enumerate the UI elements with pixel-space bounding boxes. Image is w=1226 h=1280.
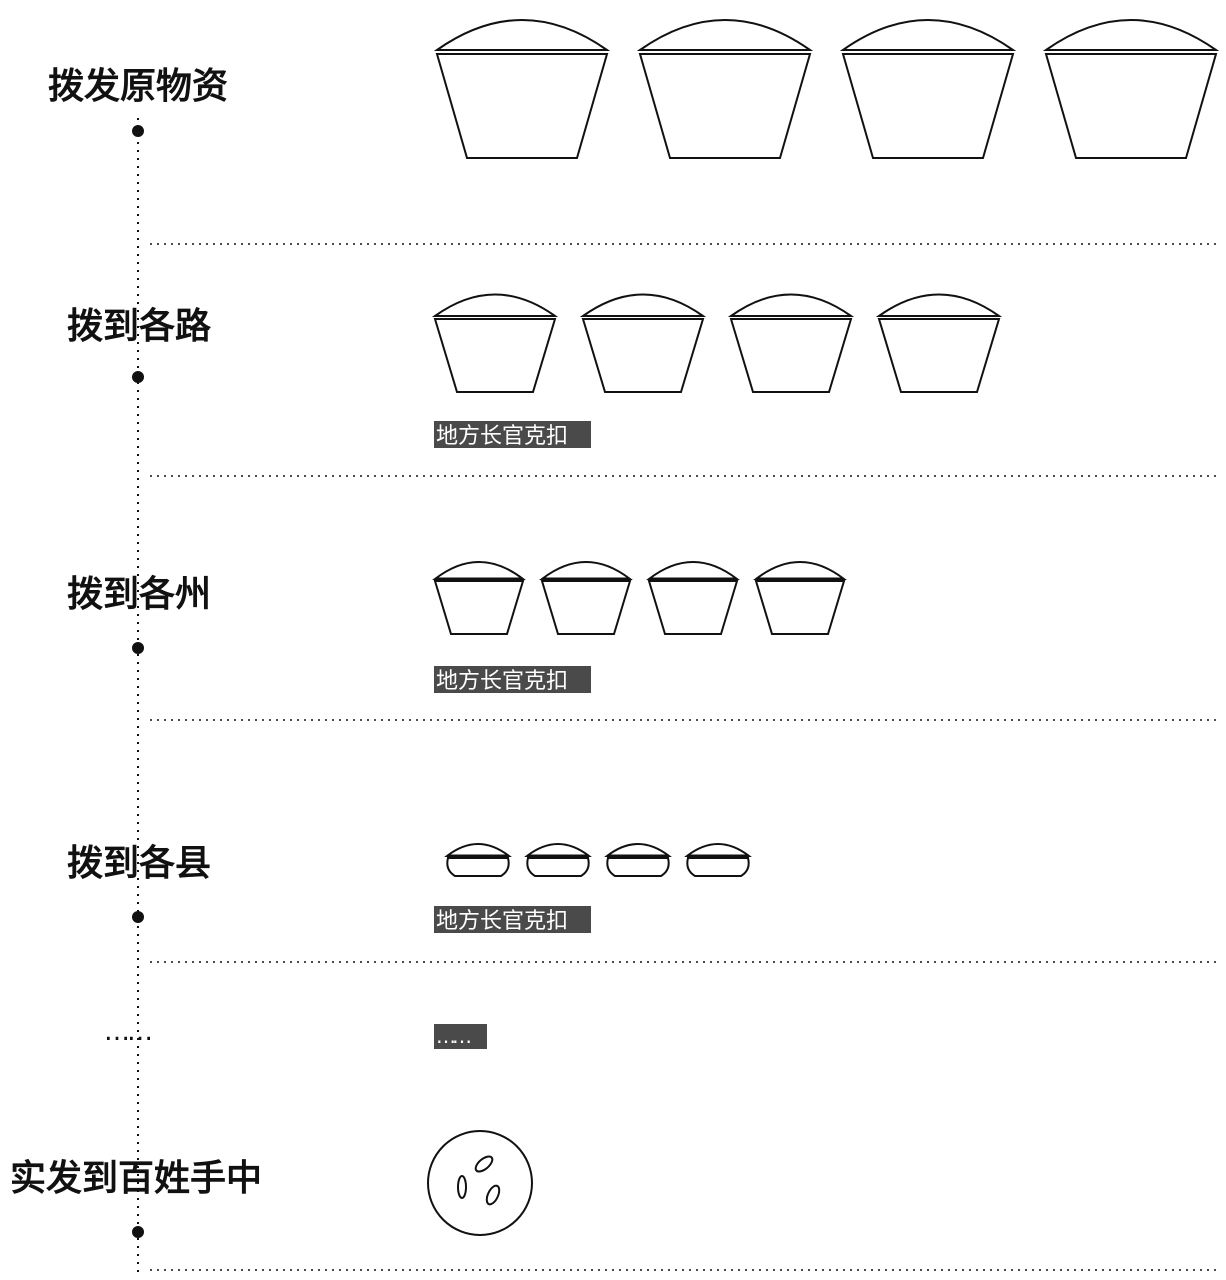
note-text: 地方长官克扣 <box>436 909 568 934</box>
deduction-note-etc: …… <box>434 1024 487 1049</box>
grain-bowl-icon <box>433 19 611 159</box>
rice-grain-icon <box>485 1184 501 1206</box>
stage-label-etc: …… <box>104 1017 150 1047</box>
grain-dish-icon <box>524 843 592 877</box>
grain-bowl-icon <box>753 561 847 635</box>
row-separators <box>150 243 1216 1271</box>
grain-bowl-icon <box>432 561 526 635</box>
timeline-dot <box>132 642 144 654</box>
timeline-dot <box>132 125 144 137</box>
deduction-note-xian: 地方长官克扣 <box>434 906 591 934</box>
grain-bowl-icon <box>539 561 633 635</box>
timeline-dot <box>132 911 144 923</box>
note-background <box>434 421 591 448</box>
bowl-row-lu <box>431 293 1003 393</box>
timeline-dot <box>132 371 144 383</box>
note-text: 地方长官克扣 <box>436 424 568 449</box>
stage-label-xian: 拨到各县 <box>67 842 211 884</box>
dish-row-xian <box>444 843 752 877</box>
timeline-dot <box>132 1226 144 1238</box>
grain-bowl-icon <box>431 293 559 393</box>
grain-bowl-icon <box>579 293 707 393</box>
grain-bowl-icon <box>839 19 1017 159</box>
grain-dish-icon <box>684 843 752 877</box>
grain-dish-icon <box>444 843 512 877</box>
grain-bowl-icon <box>727 293 855 393</box>
deduction-note-zhou: 地方长官克扣 <box>434 666 591 694</box>
note-background <box>434 666 591 693</box>
plate-with-grains-icon <box>427 1130 533 1236</box>
grain-dish-icon <box>604 843 672 877</box>
grain-bowl-icon <box>1042 19 1220 159</box>
note-text: 地方长官克扣 <box>436 669 568 694</box>
bowl-row-zhou <box>432 561 847 635</box>
deduction-note-lu: 地方长官克扣 <box>434 421 591 449</box>
note-background <box>434 1024 487 1049</box>
grain-bowl-icon <box>646 561 740 635</box>
stage-label-lu: 拨到各路 <box>67 305 212 347</box>
rice-grain-icon <box>474 1155 494 1173</box>
plate-icon <box>427 1130 533 1236</box>
note-background <box>434 906 591 933</box>
grain-bowl-icon <box>875 293 1003 393</box>
grain-bowl-icon <box>636 19 814 159</box>
stage-label-zhou: 拨到各州 <box>67 573 211 615</box>
rice-grain-icon <box>457 1175 467 1199</box>
stage-label-people: 实发到百姓手中 <box>10 1157 262 1199</box>
stage-label-original: 拨发原物资 <box>48 65 228 107</box>
bowl-row-original <box>433 19 1220 159</box>
note-text: …… <box>436 1024 470 1048</box>
